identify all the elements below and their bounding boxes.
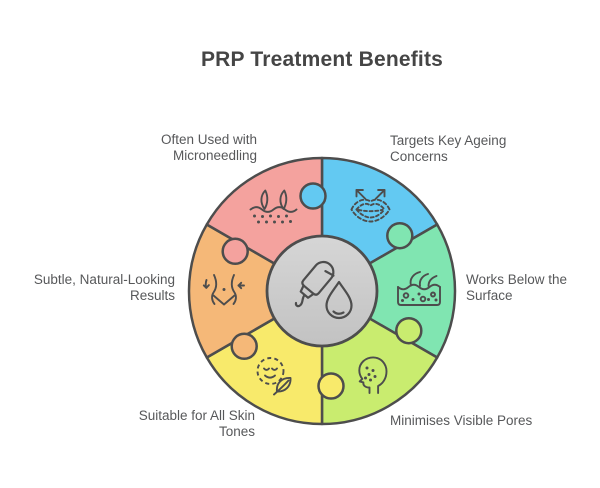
label-line: Often Used with: [160, 132, 257, 147]
knob-tones: [317, 372, 345, 400]
knob-microneedling: [221, 237, 249, 266]
segment-results: [187, 223, 324, 359]
label-line: Tones: [218, 424, 255, 439]
skin-cross-section-icon: [397, 271, 441, 306]
label-line: Targets Key Ageing: [390, 133, 507, 148]
label-suitable-for-all-skin-tones: Suitable for All Skin Tones: [85, 408, 255, 440]
label-works-below-the-surface: Works Below the Surface: [466, 272, 591, 304]
label-line: Works Below the: [466, 272, 568, 287]
center-circle: [265, 234, 379, 348]
knob-results: [230, 332, 258, 361]
knob-ageing: [299, 182, 327, 210]
label-line: Surface: [466, 288, 513, 303]
waist-contour-icon: [202, 274, 245, 306]
label-often-used-with-microneedling: Often Used with Microneedling: [87, 132, 257, 164]
prp-device-droplet-icon: [294, 260, 353, 320]
knob-pores: [395, 316, 423, 345]
label-line: Minimises Visible Pores: [390, 413, 533, 428]
smiling-sphere-leaf-icon: [256, 357, 292, 396]
label-subtle-natural-looking-results: Subtle, Natural-Looking Results: [5, 272, 175, 304]
label-line: Results: [129, 288, 175, 303]
hair-follicles-icon: [249, 189, 298, 224]
label-line: Subtle, Natural-Looking: [33, 272, 175, 287]
label-line: Microneedling: [172, 148, 257, 163]
knob-surface: [386, 221, 414, 250]
label-targets-key-ageing-concerns: Targets Key Ageing Concerns: [390, 133, 540, 165]
label-minimises-visible-pores: Minimises Visible Pores: [390, 413, 585, 429]
label-line: Concerns: [390, 149, 448, 164]
page-title: PRP Treatment Benefits: [200, 48, 444, 71]
segment-surface: [320, 223, 457, 359]
lips-arrows-icon: [350, 189, 391, 223]
face-profile-pores-icon: [358, 356, 388, 394]
label-line: Suitable for All Skin: [138, 408, 255, 423]
